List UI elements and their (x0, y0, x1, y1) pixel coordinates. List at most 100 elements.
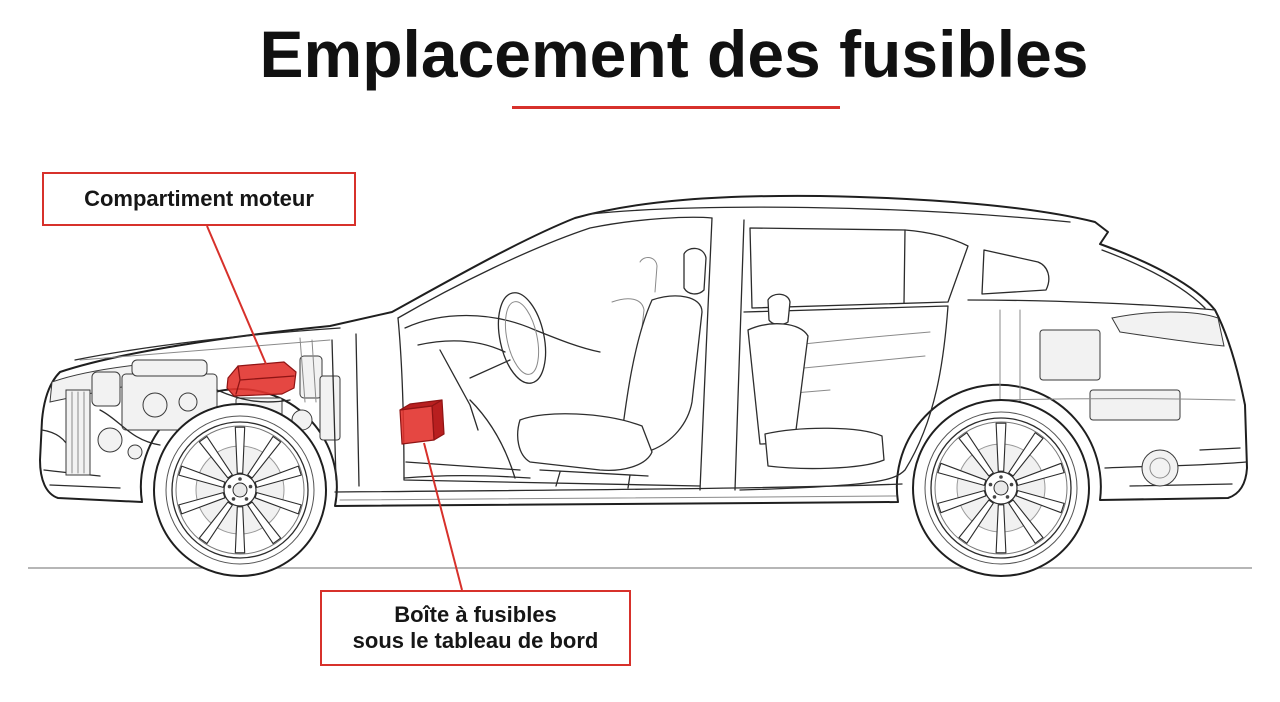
tire-sidewall (924, 411, 1078, 565)
rear-seat-headrest (767, 293, 791, 326)
wheel-spoke (234, 426, 246, 474)
lug-nut (238, 477, 242, 481)
wheel-spoke (247, 501, 282, 545)
rear-door-window (749, 227, 969, 309)
wheel-spoke (178, 492, 226, 515)
engine-fuse-box-edges (235, 365, 295, 395)
dashboard-fuse-box-highlight (399, 399, 445, 445)
trunk-floor (999, 398, 1236, 401)
floor-line (403, 461, 531, 479)
alternator (178, 392, 198, 412)
center-console (469, 399, 516, 479)
driver-seat-headrest (683, 247, 707, 295)
wheel-spoke (1015, 462, 1065, 486)
engine-callout-leader (206, 225, 267, 365)
wheel-spoke (247, 435, 282, 479)
muffler-outlet (1149, 457, 1171, 479)
rear-door-panel (739, 305, 949, 491)
wheel-spoke (1015, 490, 1065, 514)
wheel-spoke (958, 499, 994, 544)
dashboard-fuse-box-callout: Boîte à fusibles sous le tableau de bord (320, 590, 631, 666)
title-underline (512, 106, 840, 109)
driver-seat-rails (539, 469, 649, 489)
rear-mechanics (999, 309, 1236, 487)
lug-nut (1009, 482, 1014, 487)
front-wheel (153, 403, 327, 577)
air-box (91, 371, 121, 407)
wheel-spoke (198, 435, 233, 479)
wheel-spoke (198, 501, 233, 545)
rim-lip (175, 425, 305, 555)
front-door-opening (397, 317, 701, 487)
b-pillar-front-edge (699, 217, 713, 491)
rear-door-window-divider (903, 229, 906, 304)
lug-nut (999, 475, 1003, 479)
steering-wheel-inner (504, 301, 540, 375)
dashboard-fuse-box-label-line1: Boîte à fusibles (394, 602, 557, 627)
lug-nut (992, 495, 997, 499)
muffler (1141, 449, 1179, 487)
interior (403, 247, 885, 489)
engine-compartment-callout: Compartiment moteur (42, 172, 356, 226)
strut-tower (319, 375, 341, 441)
wheel-spoke (1008, 499, 1044, 544)
rear-seat-cushion (764, 427, 885, 470)
rim-lip (934, 421, 1068, 555)
engine-pulley (142, 392, 168, 418)
valve-cover (131, 359, 208, 377)
wheel-spoke (254, 492, 302, 515)
wheel-spoke (234, 506, 246, 554)
wheel-spoke (958, 432, 994, 477)
sill-line (339, 495, 897, 501)
dashboard-face (417, 340, 506, 431)
lug-nut (248, 484, 253, 489)
rear-subframe (1089, 389, 1181, 421)
wheel-spoke (178, 465, 226, 488)
hood-panel-line (74, 327, 341, 361)
passenger-seat-back (611, 298, 645, 381)
dashboard-callout-leader (423, 442, 463, 591)
steering-wheel (497, 292, 547, 384)
taillight (1111, 311, 1225, 347)
dashboard-fuse-box-front (399, 405, 435, 445)
diagram-title: Emplacement des fusibles (259, 17, 1089, 91)
wheel-spoke (937, 490, 987, 514)
firewall (331, 333, 360, 487)
tire-sidewall (165, 415, 315, 565)
side-character-line (334, 483, 903, 493)
lug-nut (988, 482, 993, 487)
roof-rail-line (589, 206, 1071, 223)
front-door-frame-top (397, 216, 713, 319)
driver-seat-back (619, 295, 703, 451)
center-cap (993, 480, 1009, 496)
rear-storage-module (1039, 329, 1101, 381)
rear-glass-line (1101, 249, 1206, 309)
engine-crossmember (79, 339, 331, 361)
wheel-spoke (1008, 432, 1044, 477)
engine-sensor (127, 444, 143, 460)
rear-wheel (912, 399, 1090, 577)
rear-beltline (967, 299, 1216, 311)
radiator-fins (71, 391, 85, 474)
engine-fuse-box-highlight (226, 361, 297, 397)
dashboard-top (404, 314, 601, 353)
oil-filter (97, 427, 123, 453)
wheel-spoke (254, 465, 302, 488)
b-pillar-rear-edge (734, 219, 745, 491)
center-cap (232, 482, 248, 498)
engine-compartment-label: Compartiment moteur (84, 186, 314, 211)
lug-nut (1005, 495, 1010, 499)
steering-column (469, 359, 511, 379)
wheel-spoke (995, 422, 1007, 472)
lug-nut (231, 497, 236, 501)
lug-nut (244, 497, 249, 501)
rear-quarter-window (981, 249, 1050, 295)
driver-seat-cushion (517, 413, 653, 472)
passenger-seat-headrest (639, 257, 658, 293)
wheel-spoke (937, 462, 987, 486)
wheel-spoke (995, 504, 1007, 554)
lug-nut (227, 484, 232, 489)
dashboard-fuse-box-label-line2: sous le tableau de bord (352, 628, 599, 653)
suspension-strut (299, 337, 317, 403)
